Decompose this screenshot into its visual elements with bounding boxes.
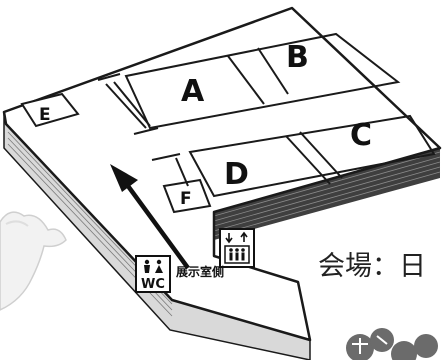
rooms-ab bbox=[124, 32, 401, 130]
direction-arrow bbox=[110, 164, 190, 270]
room-f bbox=[162, 178, 212, 214]
room-label-c: C bbox=[350, 118, 372, 153]
rooms-cd bbox=[188, 114, 436, 198]
venue-caption: 会場：日 bbox=[318, 251, 426, 282]
room-label-b: B bbox=[286, 40, 309, 75]
room-label-f: F bbox=[180, 189, 192, 209]
room-label-a: A bbox=[181, 74, 205, 109]
logo-badges bbox=[346, 328, 438, 360]
elevator-icon bbox=[219, 228, 255, 268]
restroom-label: WC bbox=[141, 277, 165, 292]
room-label-e: E bbox=[39, 105, 51, 125]
room-label-d: D bbox=[224, 157, 249, 192]
partitions bbox=[97, 73, 189, 187]
exhibit-side-label: 展示室側 bbox=[176, 264, 224, 279]
room-e bbox=[20, 92, 80, 128]
restroom-icon: WC bbox=[135, 255, 171, 293]
mascot bbox=[0, 211, 67, 311]
